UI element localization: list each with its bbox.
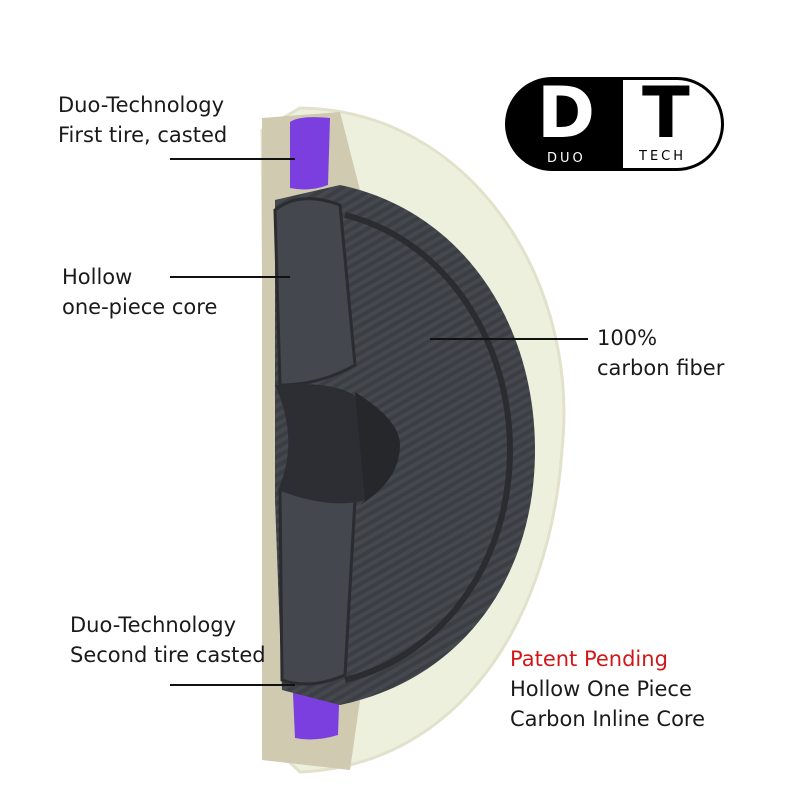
purple-first-tire bbox=[290, 117, 330, 190]
leader-carbon bbox=[430, 338, 588, 340]
patent-pending-text: Patent Pending bbox=[510, 647, 668, 671]
label-first-tire: Duo-Technology First tire, casted bbox=[58, 93, 228, 147]
upper-core-segment bbox=[273, 197, 357, 387]
hub-shoulder bbox=[355, 392, 400, 505]
logo-duo: DUO bbox=[547, 151, 586, 166]
logo-letter-d: D bbox=[537, 72, 596, 154]
duo-tech-logo: D T DUO TECH bbox=[505, 77, 727, 171]
logo-letter-t: T bbox=[642, 72, 690, 154]
leader-core bbox=[170, 276, 290, 278]
leader-first-tire bbox=[170, 158, 295, 160]
hub-bore bbox=[275, 384, 365, 504]
label-core: Hollow one-piece core bbox=[62, 265, 218, 319]
label-second-tire: Duo-Technology Second tire casted bbox=[70, 613, 266, 667]
leader-second-tire bbox=[170, 684, 295, 686]
logo-tech: TECH bbox=[639, 149, 687, 164]
lower-core-segment bbox=[278, 487, 357, 686]
label-patent: Patent Pending Hollow One Piece Carbon I… bbox=[510, 644, 705, 734]
core-rim bbox=[344, 212, 514, 683]
label-carbon: 100% carbon fiber bbox=[597, 326, 725, 380]
